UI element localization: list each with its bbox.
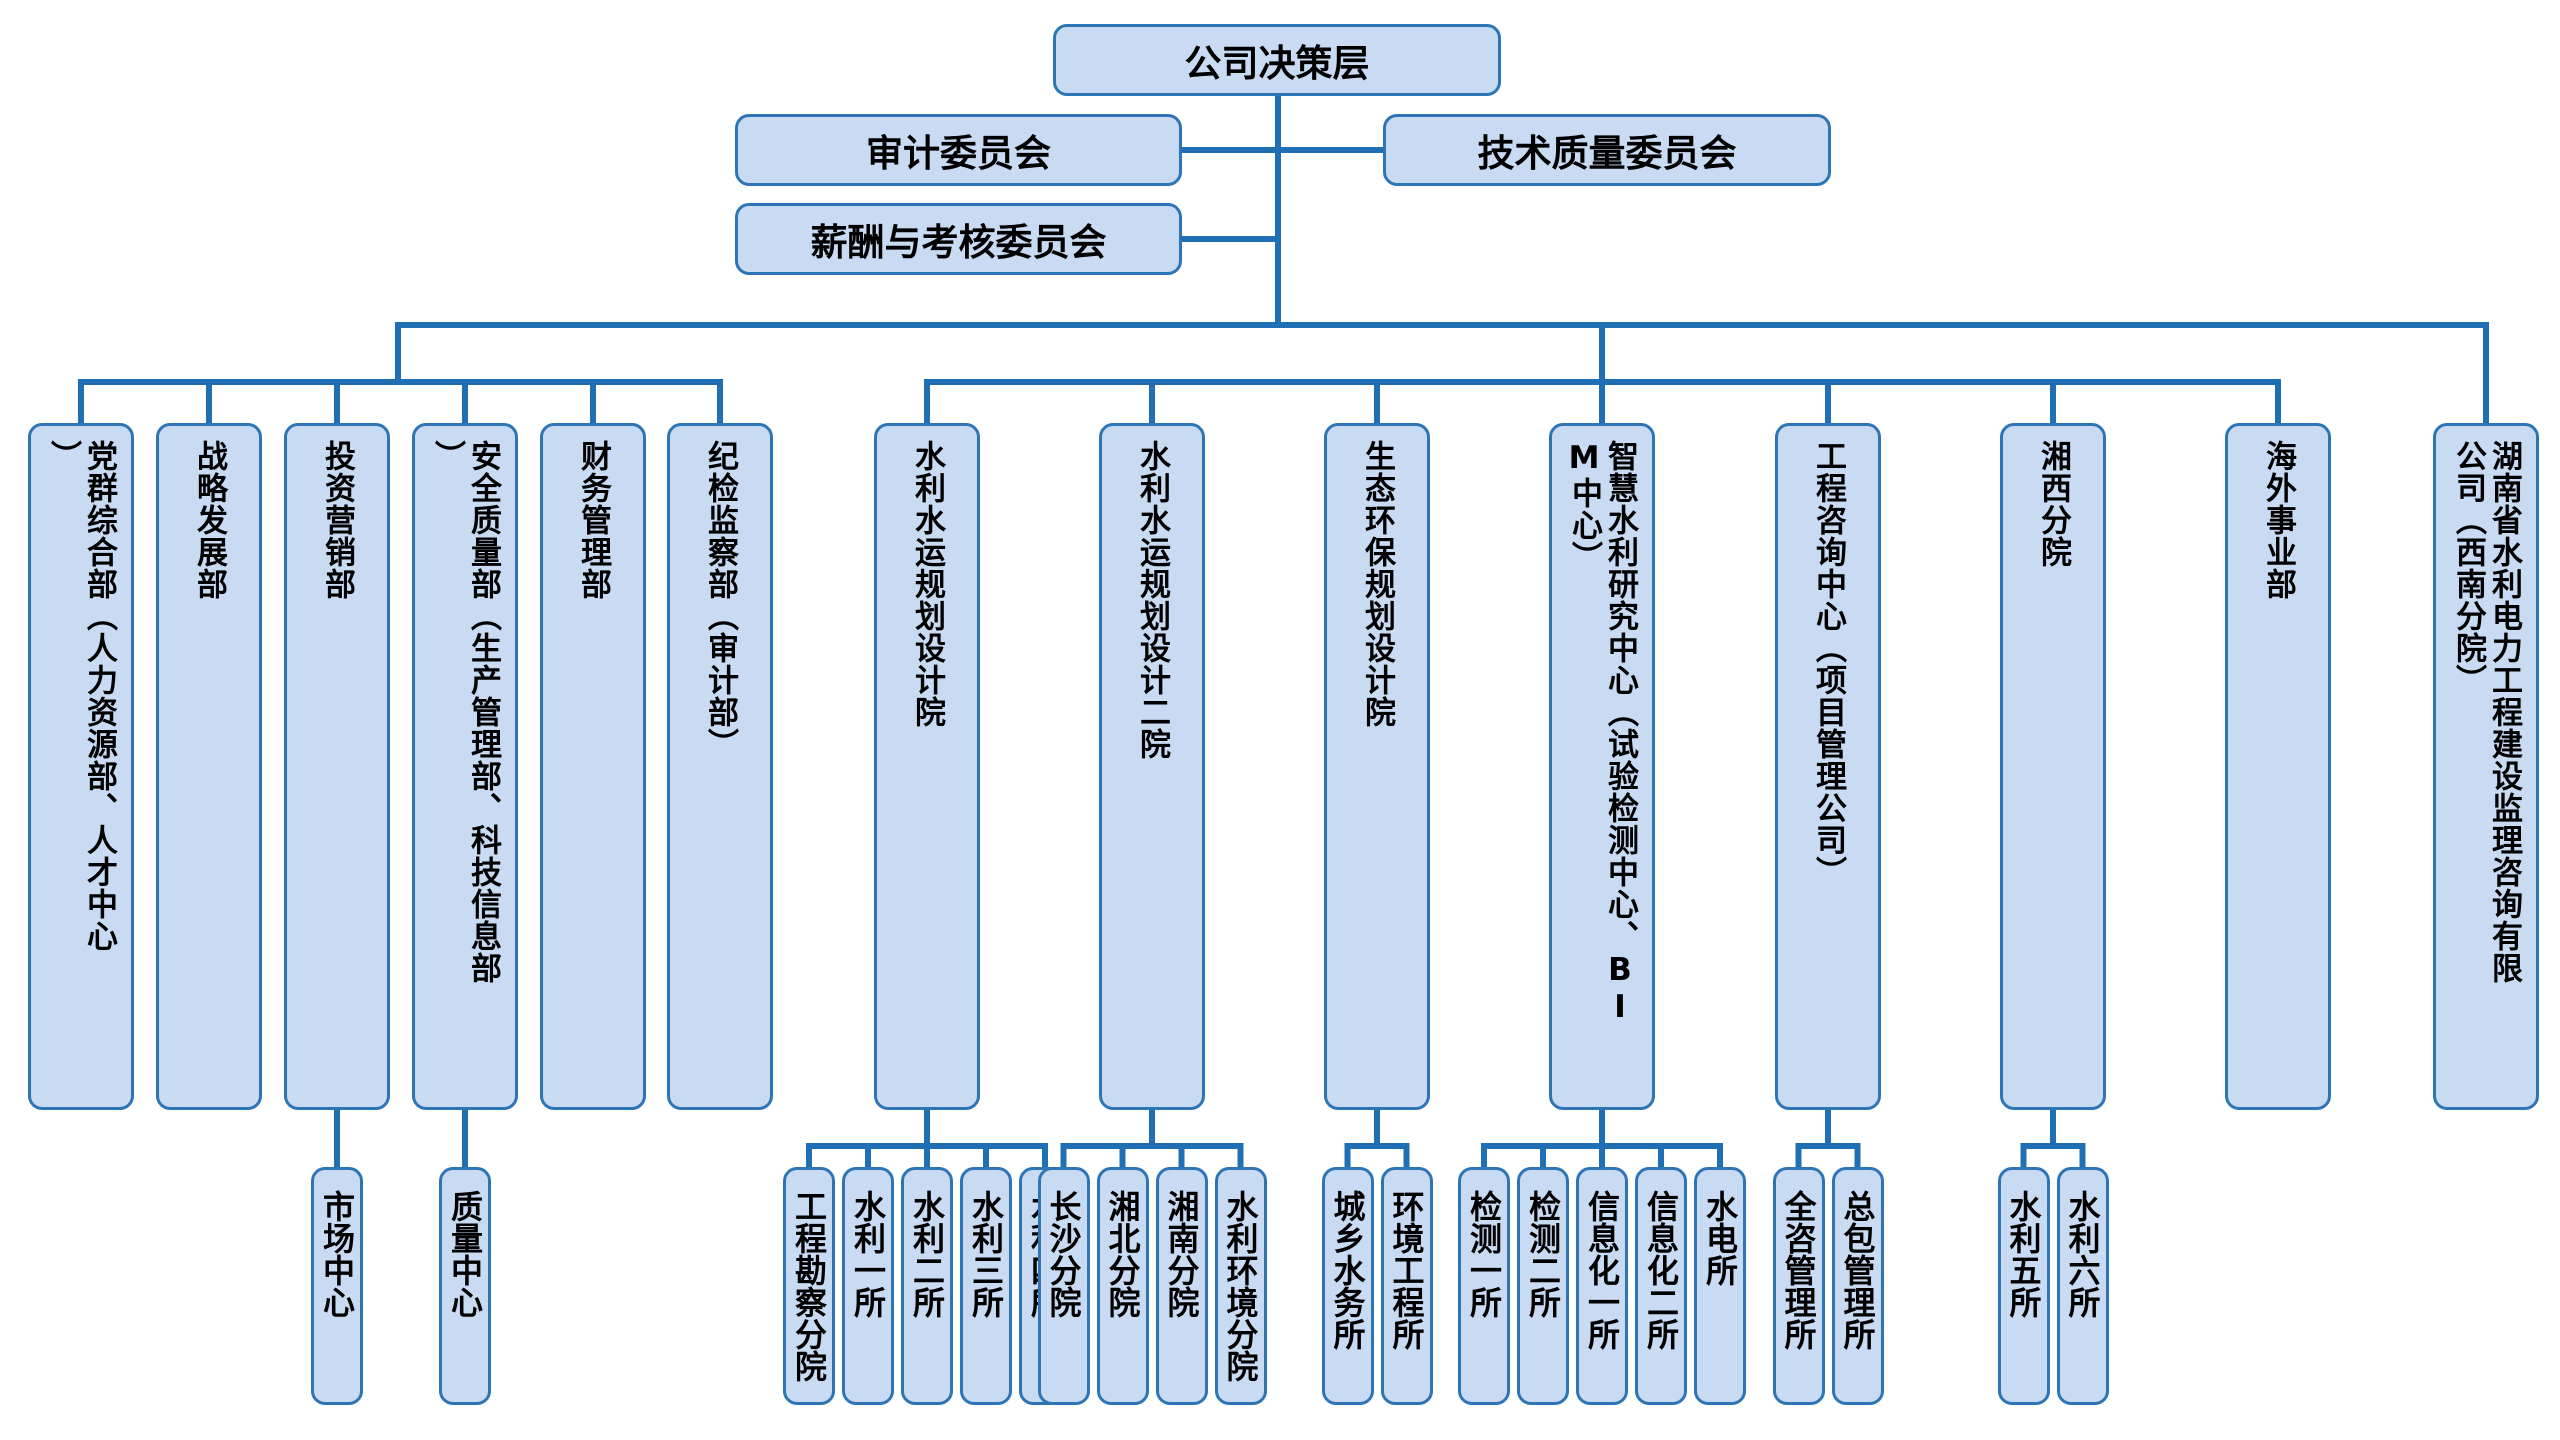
- dept-box-d7: 水利水运规划设计院: [874, 423, 980, 1110]
- sub-unit-label-d12-1: 水利六所: [2063, 1190, 2102, 1318]
- sub-unit-label-d8-1: 湘北分院: [1103, 1190, 1142, 1318]
- sub-unit-label-d10-0: 检测一所: [1465, 1190, 1503, 1318]
- sub-unit-box-d10-1: 检测二所: [1517, 1167, 1569, 1405]
- sub-unit-box-d8-3: 水利环境分院: [1214, 1167, 1267, 1405]
- dept-label-d1: 党群综合部（人力资源部、人才中心: [81, 440, 117, 952]
- sub-unit-label-d10-3: 信息化二所: [1642, 1190, 1680, 1350]
- sub-unit-label-d10-1: 检测二所: [1524, 1190, 1562, 1318]
- sub-unit-label-d12-0: 水利五所: [2004, 1190, 2043, 1318]
- decision-layer-box: 公司决策层: [1053, 24, 1501, 96]
- sub-unit-box-d8-0: 长沙分院: [1037, 1167, 1090, 1405]
- sub-unit-box-d9-1: 环境工程所: [1380, 1167, 1433, 1405]
- tech-quality-committee-box: 技术质量委员会: [1383, 114, 1831, 186]
- sub-unit-box-d7-3: 水利三所: [960, 1167, 1012, 1405]
- sub-unit-box-d3-0: 市场中心: [311, 1167, 363, 1405]
- sub-unit-label-d7-2: 水利二所: [908, 1190, 946, 1318]
- sub-unit-box-d7-0: 工程勘察分院: [783, 1167, 835, 1405]
- sub-unit-label-d11-0: 全咨管理所: [1779, 1190, 1818, 1350]
- sub-unit-box-d11-0: 全咨管理所: [1772, 1167, 1825, 1405]
- sub-unit-box-d11-1: 总包管理所: [1831, 1167, 1884, 1405]
- dept-label-d10: 智慧水利研究中心（试验检测中心、BI: [1602, 440, 1638, 1026]
- sub-unit-label-d8-0: 长沙分院: [1044, 1190, 1083, 1318]
- dept-box-d1: 党群综合部（人力资源部、人才中心）: [28, 423, 134, 1110]
- salary-committee-label: 薪酬与考核委员会: [810, 221, 1107, 264]
- sub-unit-box-d8-2: 湘南分院: [1155, 1167, 1208, 1405]
- dept-label-d1: ）: [45, 440, 81, 472]
- dept-label-d9: 生态环保规划设计院: [1359, 440, 1395, 728]
- sub-unit-label-d3-0: 市场中心: [318, 1190, 356, 1318]
- dept-box-d12: 湘西分院: [2000, 423, 2106, 1110]
- dept-label-d4: 安全质量部（生产管理部、科技信息部: [465, 440, 501, 984]
- decision-layer-label: 公司决策层: [1184, 42, 1370, 85]
- sub-unit-label-d7-3: 水利三所: [967, 1190, 1005, 1318]
- sub-unit-box-d8-1: 湘北分院: [1096, 1167, 1149, 1405]
- sub-unit-label-d8-2: 湘南分院: [1162, 1190, 1201, 1318]
- dept-box-d11: 工程咨询中心（项目管理公司）: [1775, 423, 1881, 1110]
- dept-label-d4: ）: [429, 440, 465, 472]
- sub-unit-box-d7-2: 水利二所: [901, 1167, 953, 1405]
- dept-label-d10: M中心）: [1566, 440, 1602, 573]
- audit-committee-box: 审计委员会: [735, 114, 1182, 186]
- dept-box-d13: 海外事业部: [2225, 423, 2331, 1110]
- dept-label-d5: 财务管理部: [575, 440, 611, 600]
- dept-box-d2: 战略发展部: [156, 423, 262, 1110]
- sub-unit-box-d12-1: 水利六所: [2056, 1167, 2109, 1405]
- sub-unit-box-d10-2: 信息化一所: [1576, 1167, 1628, 1405]
- sub-unit-box-d7-1: 水利一所: [842, 1167, 894, 1405]
- sub-unit-box-d4-0: 质量中心: [439, 1167, 491, 1405]
- sub-unit-label-d4-0: 质量中心: [446, 1190, 484, 1318]
- dept-box-d4: 安全质量部（生产管理部、科技信息部）: [412, 423, 518, 1110]
- dept-box-d6: 纪检监察部（审计部）: [667, 423, 773, 1110]
- audit-committee-label: 审计委员会: [866, 132, 1051, 175]
- sub-unit-label-d10-4: 水电所: [1701, 1190, 1739, 1286]
- sub-unit-box-d9-0: 城乡水务所: [1321, 1167, 1374, 1405]
- dept-label-d14: 公司（西南分院）: [2450, 440, 2486, 696]
- dept-box-d14: 湖南省水利电力工程建设监理咨询有限公司（西南分院）: [2433, 423, 2539, 1110]
- sub-unit-label-d7-1: 水利一所: [849, 1190, 887, 1318]
- dept-label-d11: 工程咨询中心（项目管理公司）: [1810, 440, 1846, 888]
- dept-box-d3: 投资营销部: [284, 423, 390, 1110]
- dept-label-d3: 投资营销部: [319, 440, 355, 600]
- dept-label-d12: 湘西分院: [2035, 440, 2071, 568]
- sub-unit-label-d9-0: 城乡水务所: [1328, 1190, 1367, 1350]
- dept-box-d9: 生态环保规划设计院: [1324, 423, 1430, 1110]
- sub-unit-label-d10-2: 信息化一所: [1583, 1190, 1621, 1350]
- dept-box-d5: 财务管理部: [540, 423, 646, 1110]
- dept-label-d13: 海外事业部: [2260, 440, 2296, 600]
- sub-unit-box-d12-0: 水利五所: [1997, 1167, 2050, 1405]
- dept-label-d14: 湖南省水利电力工程建设监理咨询有限: [2486, 440, 2522, 984]
- sub-unit-box-d10-4: 水电所: [1694, 1167, 1746, 1405]
- sub-unit-label-d7-0: 工程勘察分院: [790, 1190, 828, 1382]
- sub-unit-label-d11-1: 总包管理所: [1838, 1190, 1877, 1350]
- tech-quality-committee-label: 技术质量委员会: [1477, 132, 1737, 175]
- dept-label-d8: 水利水运规划设计二院: [1134, 440, 1170, 760]
- dept-label-d2: 战略发展部: [191, 440, 227, 600]
- dept-box-d8: 水利水运规划设计二院: [1099, 423, 1205, 1110]
- sub-unit-box-d10-3: 信息化二所: [1635, 1167, 1687, 1405]
- dept-label-d6: 纪检监察部（审计部）: [702, 440, 738, 760]
- dept-label-d7: 水利水运规划设计院: [909, 440, 945, 728]
- sub-unit-label-d9-1: 环境工程所: [1387, 1190, 1426, 1350]
- sub-unit-label-d8-3: 水利环境分院: [1221, 1190, 1260, 1382]
- sub-unit-box-d10-0: 检测一所: [1458, 1167, 1510, 1405]
- salary-committee-box: 薪酬与考核委员会: [735, 203, 1182, 275]
